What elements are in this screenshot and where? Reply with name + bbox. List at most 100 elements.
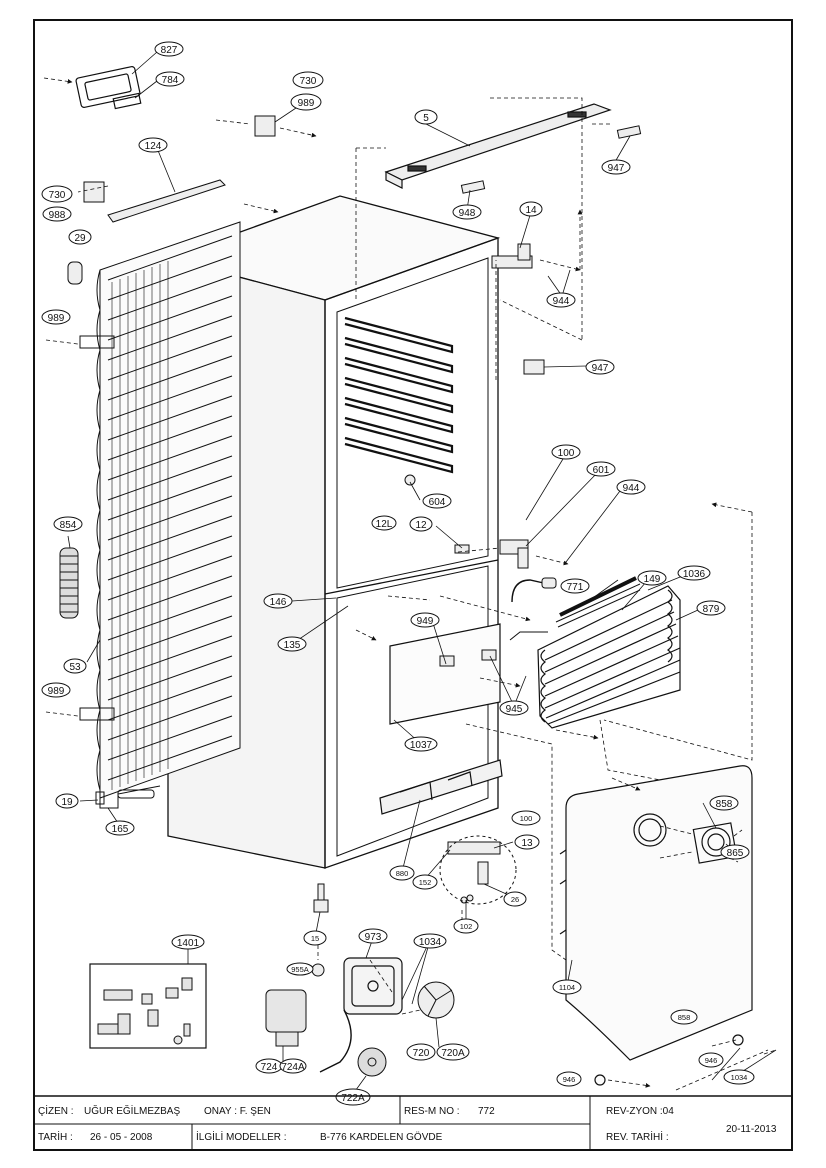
callout-947b: 947 xyxy=(585,359,615,375)
callout-973: 973 xyxy=(358,928,388,944)
callout-100b-label: 100 xyxy=(520,814,533,823)
callout-730a: 730 xyxy=(292,71,324,89)
shelf-ribs xyxy=(344,316,454,474)
part-722a-disc xyxy=(357,1047,387,1077)
callout-12-label: 12 xyxy=(415,520,427,531)
callout-720-label: 720 xyxy=(413,1048,430,1059)
title-block: ÇİZEN : UĞUR EĞİLMEZBAŞ ONAY : F. ŞEN RE… xyxy=(34,1096,792,1150)
callout-945-label: 945 xyxy=(506,704,523,715)
callout-988-label: 988 xyxy=(49,210,66,221)
callout-1036: 1036 xyxy=(677,565,711,581)
title-block-grid xyxy=(34,1095,792,1150)
callout-973-label: 973 xyxy=(365,932,382,943)
part-730-bracket-top xyxy=(254,115,276,137)
callout-19: 19 xyxy=(55,793,79,809)
callout-724a: 724A xyxy=(279,1058,307,1074)
back-condenser xyxy=(79,221,241,809)
callout-12l-label: 12L xyxy=(376,519,393,530)
callout-15: 15 xyxy=(303,930,327,946)
callout-102: 102 xyxy=(453,918,479,934)
callout-1104-label: 1104 xyxy=(559,983,575,992)
callout-601-label: 601 xyxy=(593,465,610,476)
callout-14-label: 14 xyxy=(525,205,537,216)
related-models-label: İLGİLİ MODELLER : xyxy=(196,1132,287,1143)
part-854-spring xyxy=(59,547,79,619)
callout-1036-label: 1036 xyxy=(683,569,706,580)
callout-53-label: 53 xyxy=(69,662,81,673)
callout-15-label: 15 xyxy=(311,934,319,943)
callout-152-label: 152 xyxy=(419,878,432,887)
callout-1401-label: 1401 xyxy=(177,938,200,949)
part-947-top xyxy=(616,125,642,139)
callout-12: 12 xyxy=(409,516,433,532)
callout-945: 945 xyxy=(499,700,529,716)
callout-1037-label: 1037 xyxy=(410,740,433,751)
callout-165-label: 165 xyxy=(112,824,129,835)
callout-880: 880 xyxy=(389,865,415,881)
callout-100b: 100 xyxy=(511,810,541,826)
part-827-handle xyxy=(75,66,142,110)
part-720-fan-blade xyxy=(417,981,455,1019)
part-12-bracket xyxy=(454,544,470,554)
callout-13-label: 13 xyxy=(521,838,533,849)
callout-165: 165 xyxy=(105,820,135,836)
callout-12l: 12L xyxy=(371,515,397,531)
callout-784-label: 784 xyxy=(162,75,179,86)
part-730-bracket-left xyxy=(83,181,105,203)
callout-944a: 944 xyxy=(546,292,576,308)
callout-944b-label: 944 xyxy=(623,483,640,494)
drawing-no-value: 772 xyxy=(478,1106,495,1117)
callout-946b: 946 xyxy=(698,1052,724,1068)
callout-988: 988 xyxy=(42,206,72,222)
callout-880-label: 880 xyxy=(396,869,409,878)
callout-722a: 722A xyxy=(335,1088,371,1106)
callout-955a-label: 955A xyxy=(291,965,309,974)
callout-955a: 955A xyxy=(286,962,314,976)
part-29 xyxy=(67,261,83,285)
callout-604-label: 604 xyxy=(429,497,446,508)
callout-947b-label: 947 xyxy=(592,363,609,374)
callout-149-label: 149 xyxy=(644,574,661,585)
callout-946a: 946 xyxy=(556,1071,582,1087)
callout-948-label: 948 xyxy=(459,208,476,219)
callout-989b: 989 xyxy=(41,309,71,325)
callout-124: 124 xyxy=(138,137,168,153)
callout-784: 784 xyxy=(155,71,185,87)
callout-989c-label: 989 xyxy=(48,686,65,697)
callout-730a-label: 730 xyxy=(300,76,317,87)
part-124-strip xyxy=(107,179,226,223)
revision-date-label: REV. TARİHİ : xyxy=(606,1132,669,1143)
part-1037-plate xyxy=(389,623,501,725)
callout-771: 771 xyxy=(560,578,590,594)
callout-1104: 1104 xyxy=(552,979,582,995)
part-14-hinge xyxy=(491,243,533,269)
part-771-sensor xyxy=(511,579,549,603)
callout-989b-label: 989 xyxy=(48,313,65,324)
callout-1401: 1401 xyxy=(171,934,205,950)
callout-1034b: 1034 xyxy=(723,1069,755,1085)
callout-827-label: 827 xyxy=(161,45,178,56)
callout-771-label: 771 xyxy=(567,582,584,593)
part-973-fan-bracket xyxy=(343,957,403,1015)
evaporator-879 xyxy=(509,576,681,729)
callout-854: 854 xyxy=(53,516,83,532)
callout-1034a-label: 1034 xyxy=(419,937,442,948)
callout-53: 53 xyxy=(63,658,87,674)
part-604 xyxy=(404,474,416,486)
callout-1034a: 1034 xyxy=(413,933,447,949)
callout-948: 948 xyxy=(452,204,482,220)
callouts: 827 784 730 989 124 730 988 29 989 854 5… xyxy=(41,41,755,1106)
callout-26: 26 xyxy=(503,891,527,907)
callout-827: 827 xyxy=(154,41,184,57)
callout-989c: 989 xyxy=(41,682,71,698)
callout-13: 13 xyxy=(514,834,540,850)
callout-5-label: 5 xyxy=(423,113,429,124)
part-880-drip-tray xyxy=(379,759,503,815)
callout-601: 601 xyxy=(586,461,616,477)
callout-946a-label: 946 xyxy=(563,1075,576,1084)
callout-858b: 858 xyxy=(670,1009,698,1025)
callout-854-label: 854 xyxy=(60,520,77,531)
callout-135-label: 135 xyxy=(284,640,301,651)
drawing-no-label: RES-M NO : xyxy=(404,1106,460,1117)
